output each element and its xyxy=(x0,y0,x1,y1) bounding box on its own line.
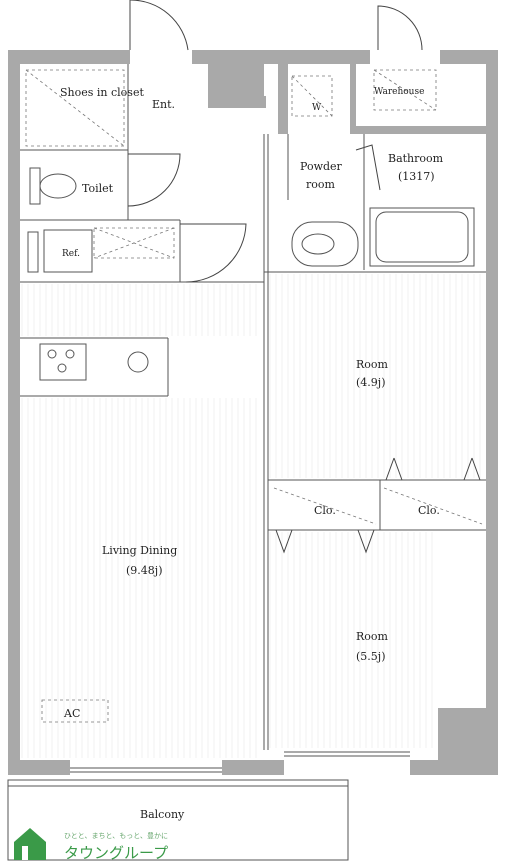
exterior-walls xyxy=(8,50,498,775)
brand-tagline: ひとと、まちと、もっと、豊かに xyxy=(64,831,168,840)
interior-partitions xyxy=(20,64,486,750)
label-room-south: Room xyxy=(356,630,389,643)
label-room-south-size: (5.5j) xyxy=(356,650,386,663)
label-room-north-size: (4.9j) xyxy=(356,376,386,389)
room-labels: Shoes in closet Ent. Toilet Ref. Powder … xyxy=(60,86,444,821)
label-room-north: Room xyxy=(356,358,389,371)
label-entrance: Ent. xyxy=(152,98,175,111)
label-living-dining: Living Dining xyxy=(102,544,177,557)
label-warehouse: Warehouse xyxy=(374,87,424,97)
label-closet-left: Clo. xyxy=(314,504,336,517)
closet-markings xyxy=(25,69,483,723)
stove-icon xyxy=(39,343,87,381)
label-bathroom-1: Bathroom xyxy=(388,152,444,165)
label-ac: AC xyxy=(63,707,80,720)
windows xyxy=(70,751,410,773)
bathtub-icon xyxy=(369,207,475,267)
label-balcony: Balcony xyxy=(140,808,185,821)
balcony xyxy=(7,779,349,861)
fixtures xyxy=(27,167,475,381)
sink-icon xyxy=(127,351,149,373)
toilet-icon xyxy=(29,167,41,205)
label-toilet: Toilet xyxy=(82,182,114,195)
brand-logo: ひとと、まちと、もっと、豊かに タウングループ xyxy=(14,828,168,862)
label-living-dining-size: (9.48j) xyxy=(126,564,163,577)
brand-name: タウングループ xyxy=(64,844,168,862)
label-closet-right: Clo. xyxy=(418,504,440,517)
label-washer: W xyxy=(312,103,322,113)
label-powder-room-1: Powder xyxy=(300,160,343,173)
floor-pattern xyxy=(21,274,481,758)
house-logo-icon xyxy=(14,828,46,860)
washbasin-icon xyxy=(291,221,359,267)
doors xyxy=(127,0,481,554)
label-bathroom-2: (1317) xyxy=(398,170,435,183)
label-refrigerator: Ref. xyxy=(62,249,80,259)
label-shoes-closet: Shoes in closet xyxy=(60,86,144,99)
label-powder-room-2: room xyxy=(306,178,336,191)
